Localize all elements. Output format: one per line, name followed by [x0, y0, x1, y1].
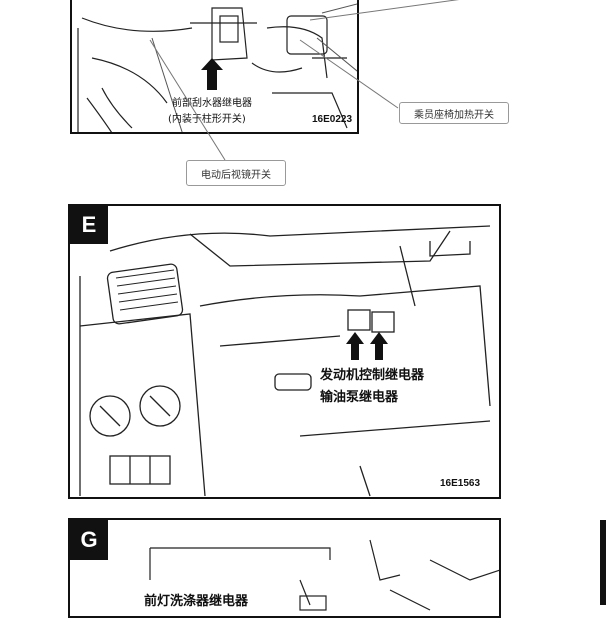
headlamp-washer-illustration — [149, 539, 499, 611]
adjacent-panel-edge — [600, 520, 606, 605]
wiper-relay-sublabel: (内装于柱形开关) — [168, 114, 246, 125]
dashboard-illustration — [79, 225, 491, 497]
figure-code: 16E0223 — [312, 114, 353, 125]
figure-code: 16E1563 — [440, 478, 481, 489]
panel-tag-g: G — [70, 520, 108, 560]
headlamp-washer-relay-label: 前灯洗涤器继电器 — [144, 594, 249, 609]
wiper-relay-label: 前部刮水器继电器 — [172, 98, 252, 109]
callout-power-mirror-switch: 电动后视镜开关 — [186, 160, 286, 186]
engine-control-relay-label: 发动机控制继电器 — [320, 368, 425, 383]
callout-seat-heater-switch: 乘员座椅加热开关 — [399, 102, 509, 124]
figure-panel-e: E — [68, 204, 501, 499]
fuel-pump-relay-label: 输油泵继电器 — [320, 390, 399, 405]
panel-tag-e: E — [70, 206, 108, 244]
figure-panel-g: G 前灯洗涤器继电器 — [68, 518, 501, 618]
figure-panel-wiper-relay: 前部刮水器继电器 (内装于柱形开关) 16E0223 — [70, 0, 359, 134]
